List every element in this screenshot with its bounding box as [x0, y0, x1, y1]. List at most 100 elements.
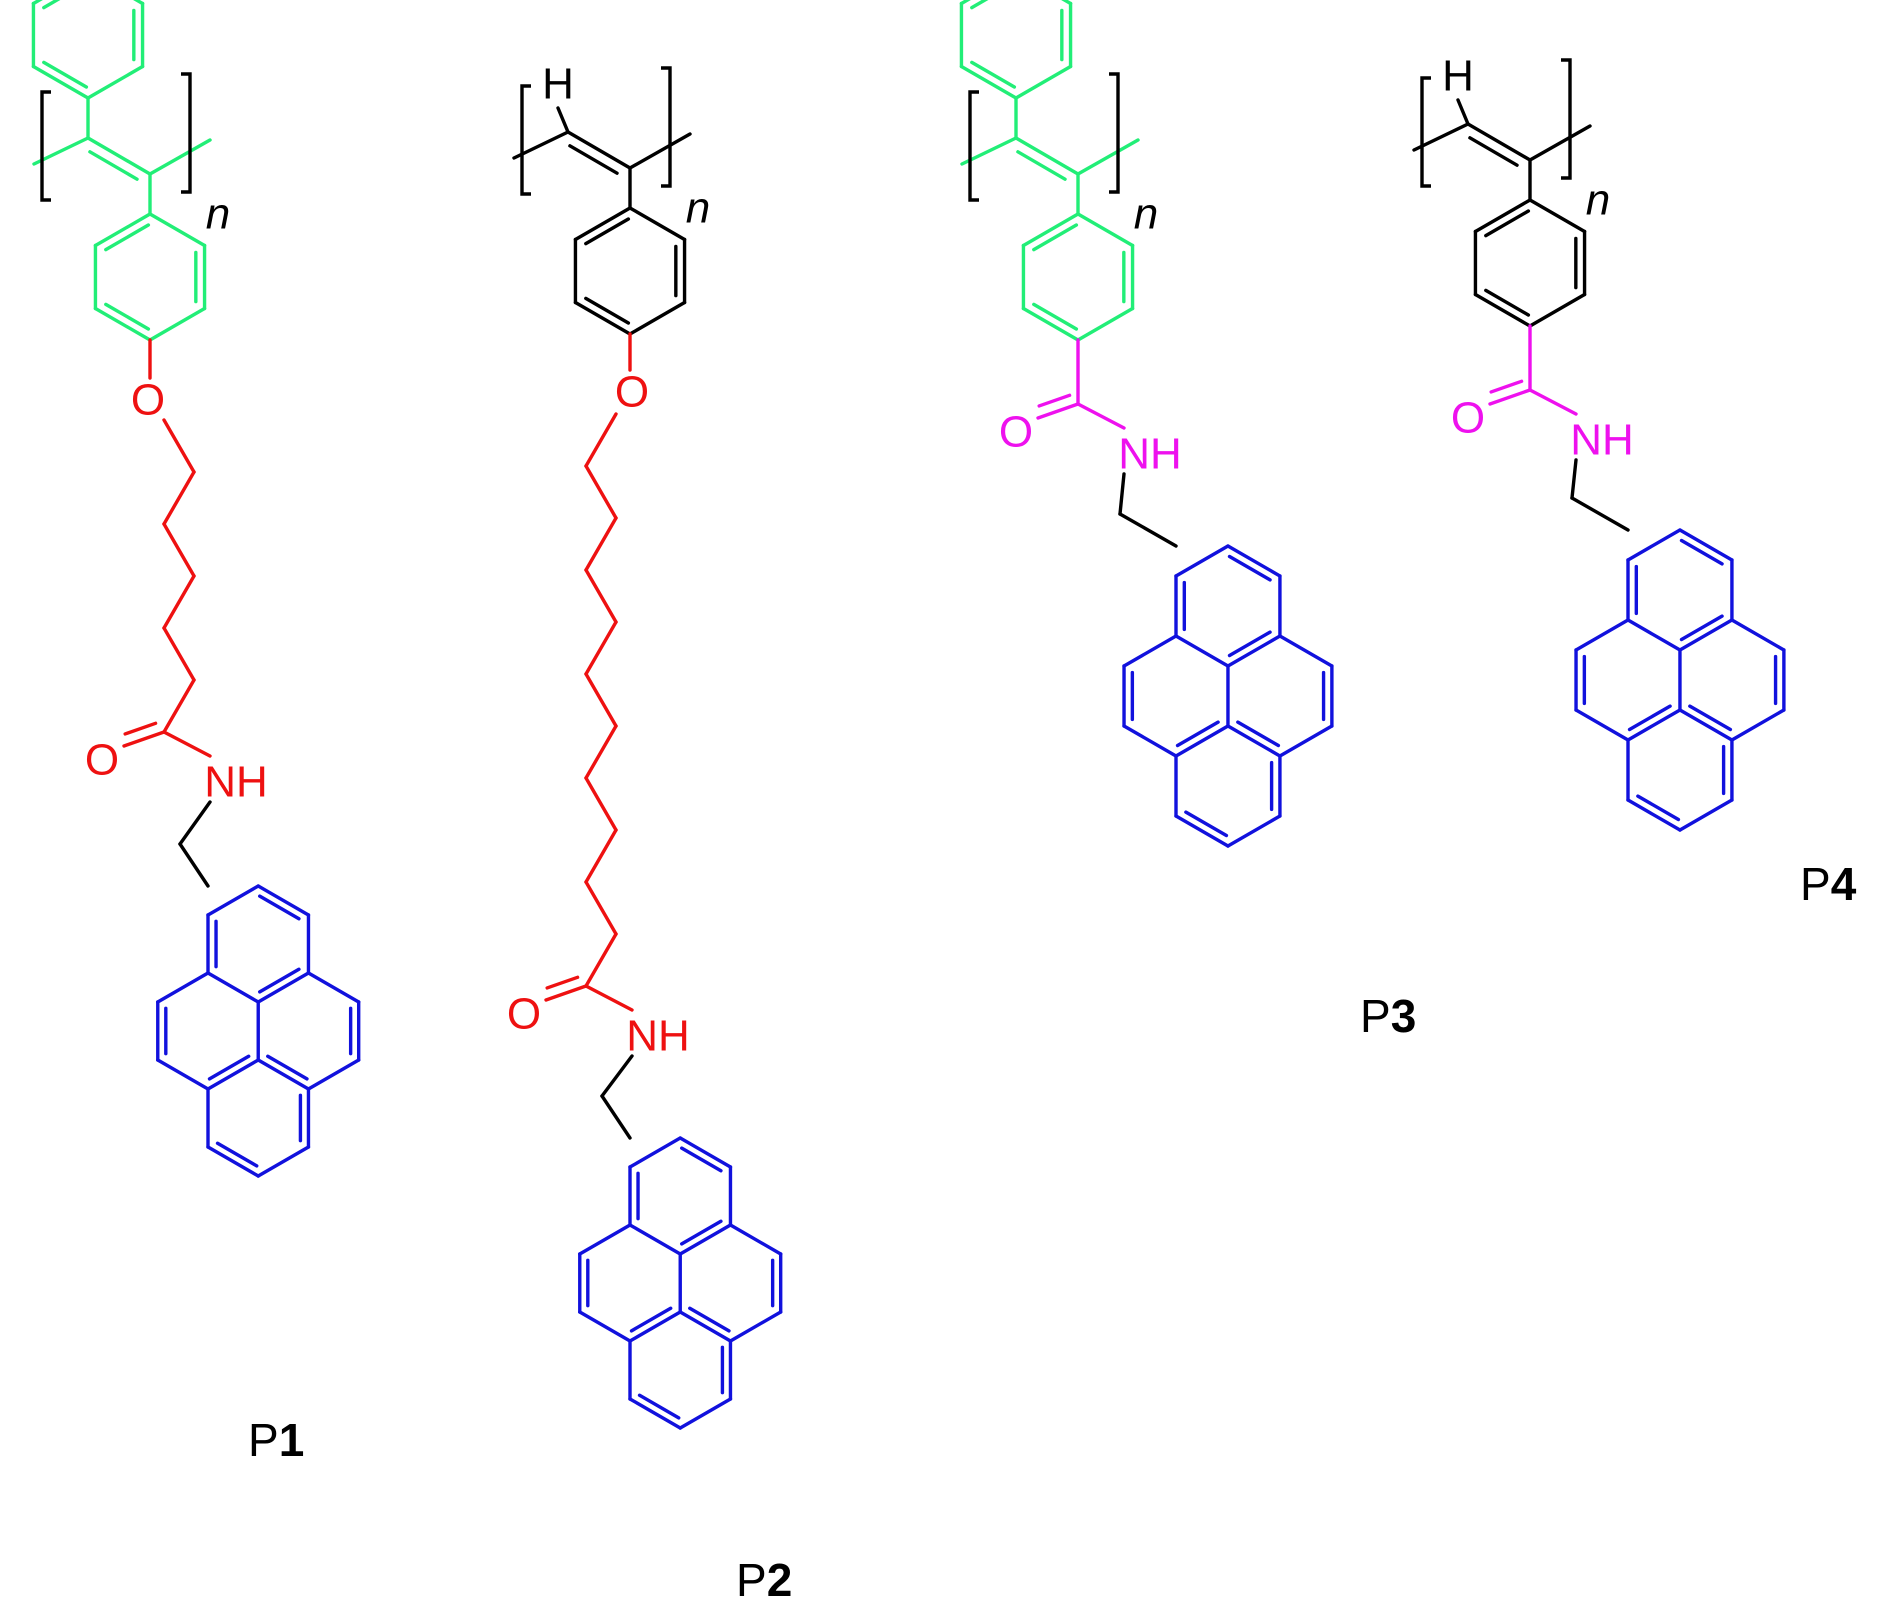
double-bond-line — [688, 1306, 731, 1333]
label-number: 2 — [767, 1554, 793, 1606]
double-bond-line — [42, 60, 89, 89]
chain-bond — [584, 672, 618, 728]
carbonyl-bond — [1036, 402, 1080, 420]
double-bond-line — [1175, 720, 1220, 748]
double-bond-line — [637, 1393, 681, 1420]
carbonyl-bond — [122, 730, 166, 748]
pyrene-bond — [1626, 618, 1682, 652]
double-bond-line — [584, 296, 631, 325]
methylene-bond — [600, 1094, 632, 1140]
pyrene-bond — [156, 1058, 210, 1091]
chain-bond — [584, 776, 618, 832]
double-bond-line — [266, 1054, 309, 1081]
amide-bond — [1528, 388, 1578, 416]
pyrene-bond — [256, 971, 311, 1004]
repeat-unit-n: n — [1134, 190, 1158, 239]
double-bond-line — [1184, 810, 1229, 838]
pyrene-bond — [1730, 618, 1786, 652]
double-bond-line — [1688, 704, 1733, 732]
backbone-double-bond — [1466, 122, 1532, 162]
chain-bond — [584, 932, 618, 988]
double-bond-line — [123, 721, 158, 736]
amide-nh: NH — [1118, 430, 1182, 479]
repeat-unit-n: n — [686, 184, 710, 233]
ring-bond — [573, 300, 632, 336]
pyrene-unit — [1122, 544, 1334, 848]
chain-bond — [584, 412, 618, 468]
ether-oxygen: O — [131, 376, 165, 425]
right-bracket — [661, 66, 672, 188]
pyrene-bond — [628, 1223, 682, 1256]
ring-bond — [1528, 198, 1587, 234]
methylene-bond — [178, 800, 212, 846]
double-bond-line — [104, 302, 151, 331]
double-bond-line — [104, 223, 151, 252]
ring-bond — [1021, 306, 1080, 342]
amide-bond — [584, 984, 634, 1012]
pyrene-bond — [1226, 544, 1282, 578]
pyrene-bond — [1574, 708, 1630, 742]
double-bond-line — [1032, 223, 1079, 252]
ring-bond — [628, 206, 687, 242]
polymer-backbone: n — [959, 0, 1158, 342]
benzene-ring — [1021, 212, 1135, 342]
pyrene-bond — [256, 884, 311, 917]
double-bond-line — [1037, 393, 1072, 408]
ring-bond — [93, 212, 152, 248]
ring-bond — [133, 0, 145, 6]
right-bracket — [1109, 72, 1120, 194]
pyrene-bond — [678, 1223, 733, 1256]
ring-bond — [86, 64, 145, 100]
pyrene-bond — [1626, 798, 1682, 832]
pyrene-bond — [256, 1145, 311, 1178]
ring-bond — [1473, 292, 1532, 328]
label-p2: P2 — [736, 1554, 792, 1606]
double-bond-line — [584, 217, 631, 246]
benzene-ring — [1473, 198, 1587, 328]
pyrene-bond — [156, 971, 210, 1004]
pyrene-bond — [1122, 634, 1178, 668]
double-bond-line — [545, 975, 580, 990]
ring-bond — [1473, 198, 1532, 234]
label-prefix: P — [248, 1414, 279, 1466]
backbone-bond — [556, 106, 570, 134]
benzene-ring — [31, 0, 145, 100]
double-bond-line — [1484, 209, 1531, 238]
backbone-double-bond — [566, 130, 632, 170]
chain-bond — [584, 620, 618, 676]
backbone-bond — [628, 132, 692, 170]
polymer-backbone: Hn — [1412, 52, 1610, 328]
double-bond-line — [1236, 720, 1281, 748]
label-number: 1 — [279, 1414, 305, 1466]
right-bracket — [1561, 58, 1572, 180]
chain-bond — [162, 574, 196, 630]
pyrene-bond — [578, 1310, 632, 1343]
chain-bond — [584, 880, 618, 936]
double-bond-line — [258, 894, 301, 921]
label-p4: P4 — [1800, 858, 1857, 910]
double-bond-line — [1032, 302, 1079, 331]
double-bond-line — [568, 144, 619, 175]
label-p3: P3 — [1360, 990, 1416, 1042]
pyrene-bond — [1730, 708, 1786, 742]
label-number: 4 — [1831, 858, 1857, 910]
carbonyl-oxygen: O — [507, 990, 541, 1039]
ring-bond — [1528, 292, 1587, 328]
repeat-unit-n: n — [1586, 176, 1610, 225]
ring-bond — [1061, 0, 1073, 6]
chain-bond — [162, 418, 196, 474]
pyrene-bond — [1226, 724, 1282, 758]
ring-bond — [31, 64, 90, 100]
backbone-bond — [1456, 98, 1470, 126]
double-bond-line — [680, 1219, 723, 1246]
amide-bond — [162, 730, 212, 758]
chain-bond — [584, 516, 618, 572]
pyrene-bond — [678, 1310, 733, 1343]
pyrene-bond — [206, 884, 260, 917]
label-prefix: P — [1800, 858, 1831, 910]
double-bond-line — [970, 60, 1017, 89]
pyrene-bond — [1678, 798, 1734, 832]
